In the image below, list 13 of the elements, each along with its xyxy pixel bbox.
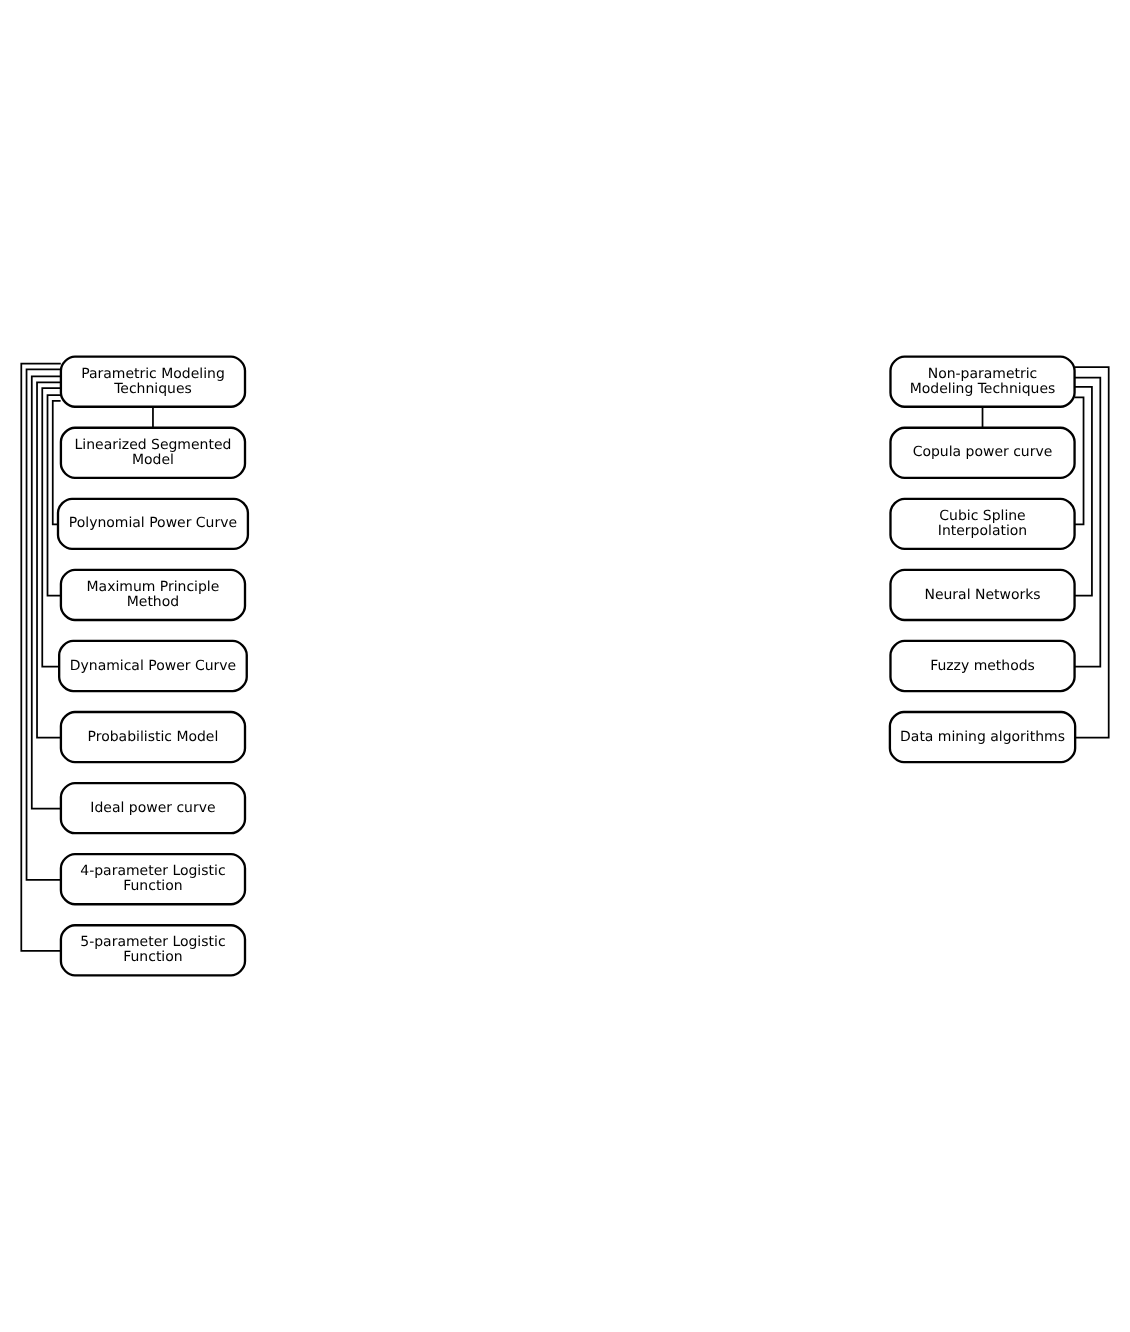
connector (20, 362, 62, 952)
connector (981, 406, 984, 429)
connector (36, 381, 62, 739)
connector (51, 400, 62, 526)
connector (46, 394, 62, 597)
connector (1073, 376, 1102, 668)
connector (41, 387, 62, 668)
connector (1074, 366, 1110, 739)
connector (1073, 386, 1093, 597)
connector (1073, 396, 1085, 526)
connector (25, 368, 62, 881)
connector (152, 406, 154, 429)
connector (30, 375, 62, 810)
